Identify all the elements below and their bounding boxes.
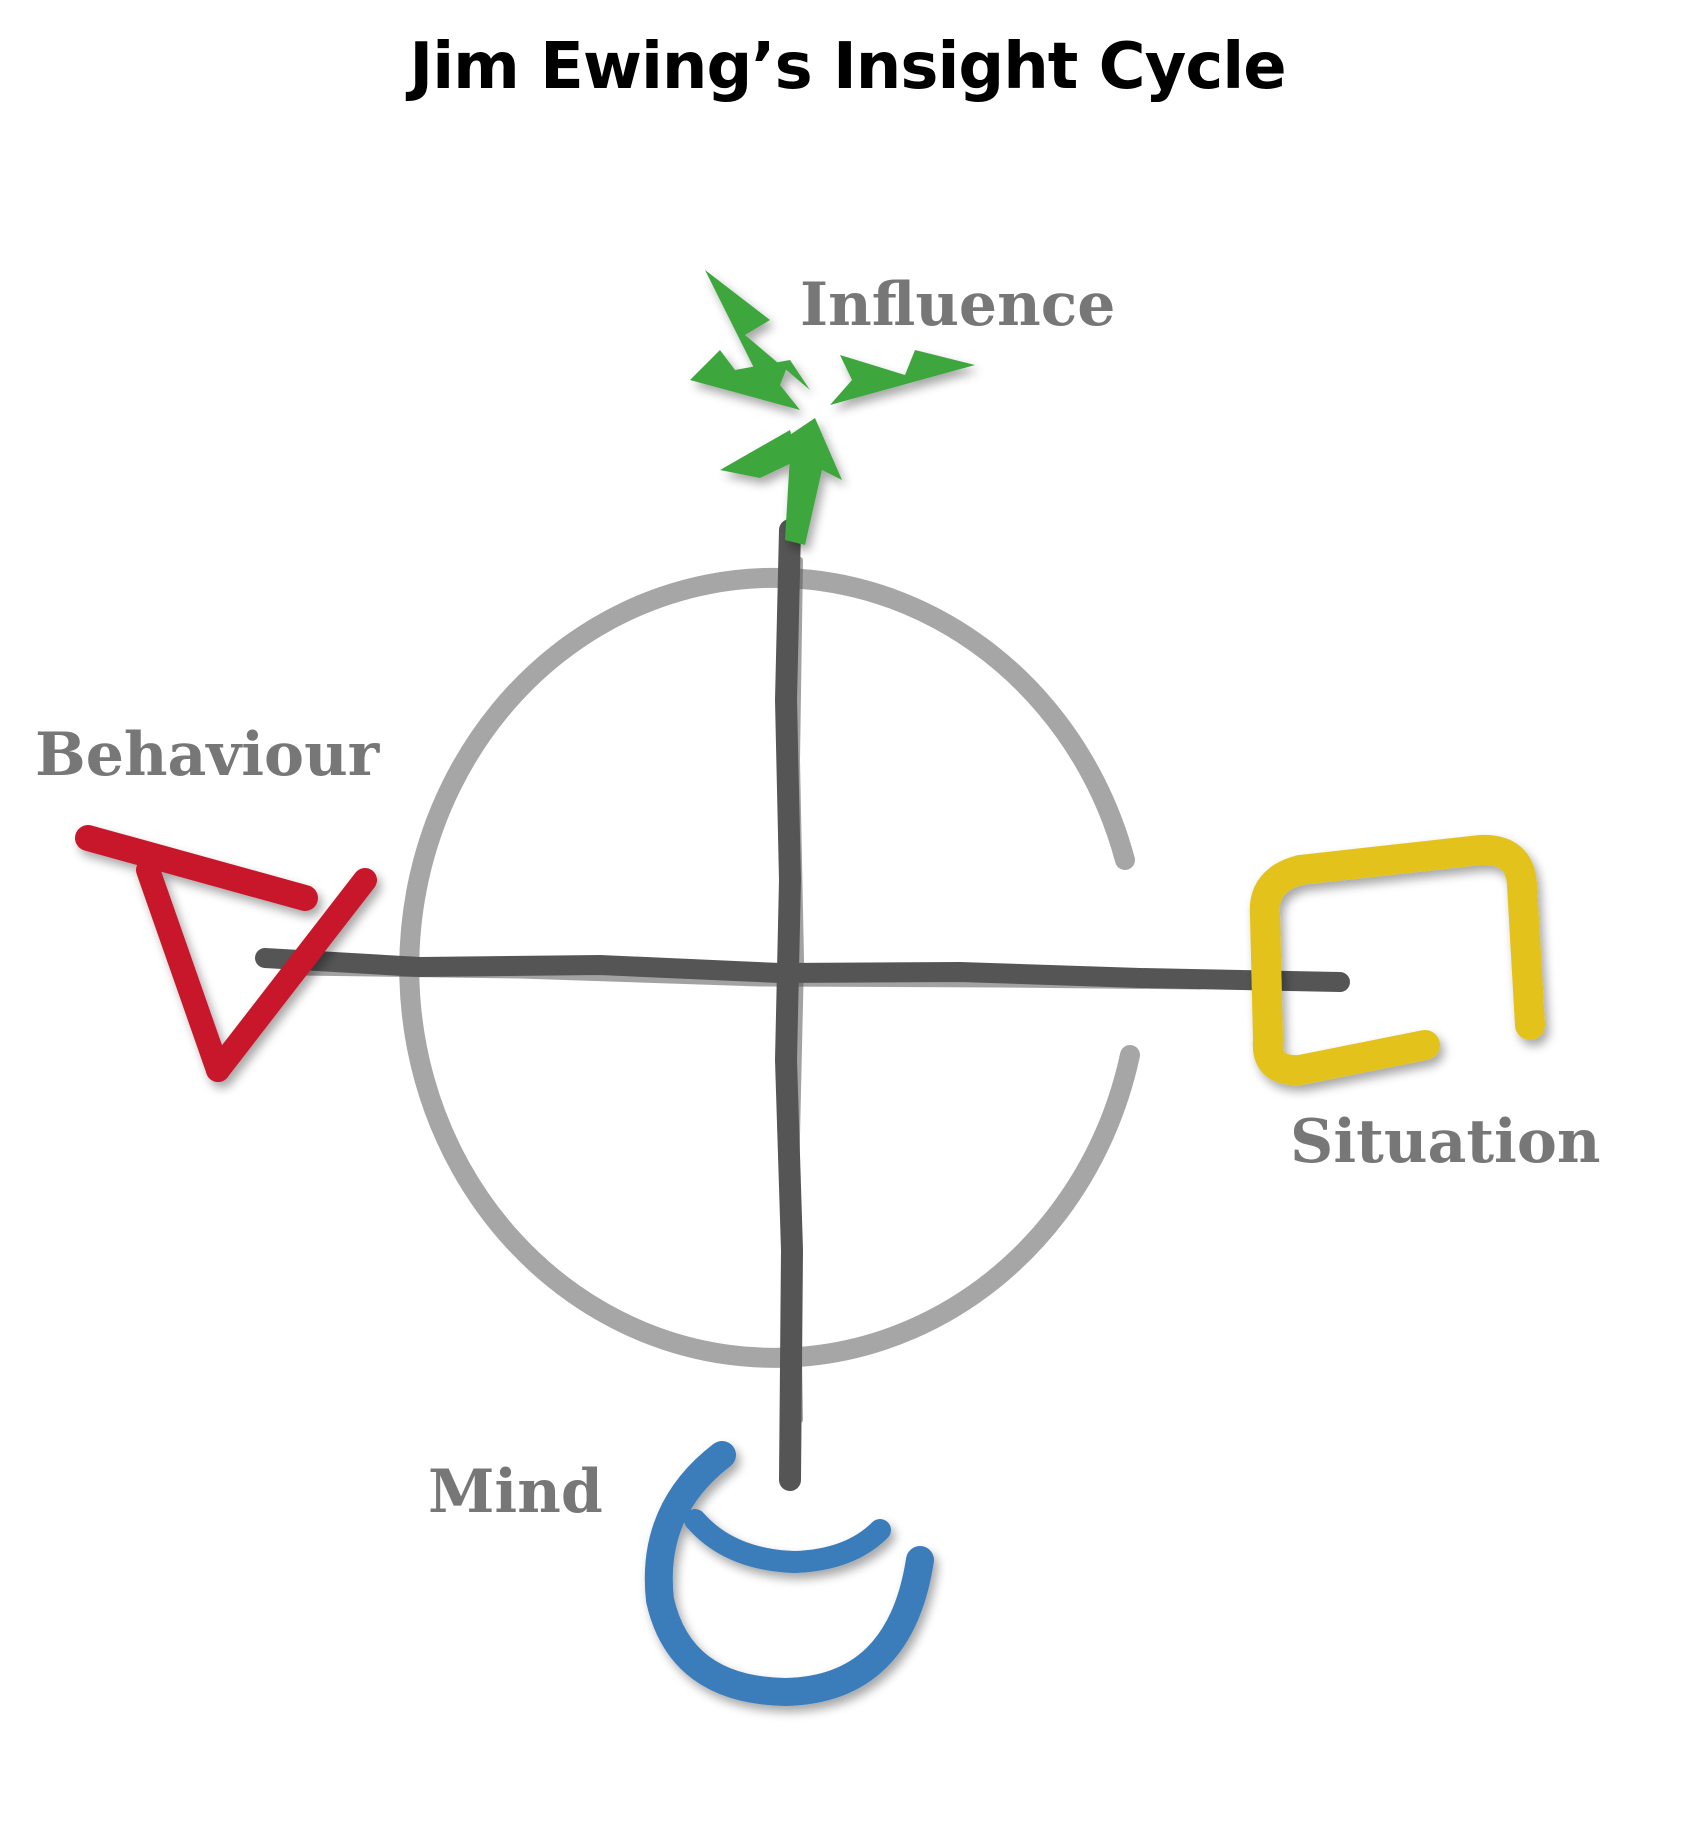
arrow-right — [830, 350, 975, 405]
horizontal-axis-texture — [296, 968, 1204, 990]
check-mark-icon — [75, 825, 377, 1082]
arrow-left — [690, 350, 800, 410]
cup-arc-icon — [644, 1441, 934, 1707]
arrow-bottom-left — [720, 430, 798, 478]
vertical-axis-texture — [792, 557, 805, 1423]
arrow-upper — [705, 270, 810, 400]
vertical-axis — [774, 519, 804, 1491]
influence-label: Influence — [800, 270, 1115, 340]
mind-label: Mind — [428, 1457, 603, 1527]
converging-arrows-icon — [690, 270, 975, 545]
check-stroke-left — [136, 858, 230, 1082]
check-stroke-right — [206, 868, 377, 1082]
page-title: Jim Ewing’s Insight Cycle — [409, 30, 1286, 104]
cup-arc-inner — [684, 1509, 891, 1574]
behaviour-label: Behaviour — [35, 720, 381, 790]
situation-label: Situation — [1290, 1107, 1601, 1177]
cross-axes — [255, 519, 1350, 1491]
open-square-icon — [1249, 834, 1545, 1086]
cycle-circle — [399, 567, 1140, 1368]
check-stroke-top — [75, 825, 318, 911]
cup-arc-outer — [644, 1441, 934, 1707]
